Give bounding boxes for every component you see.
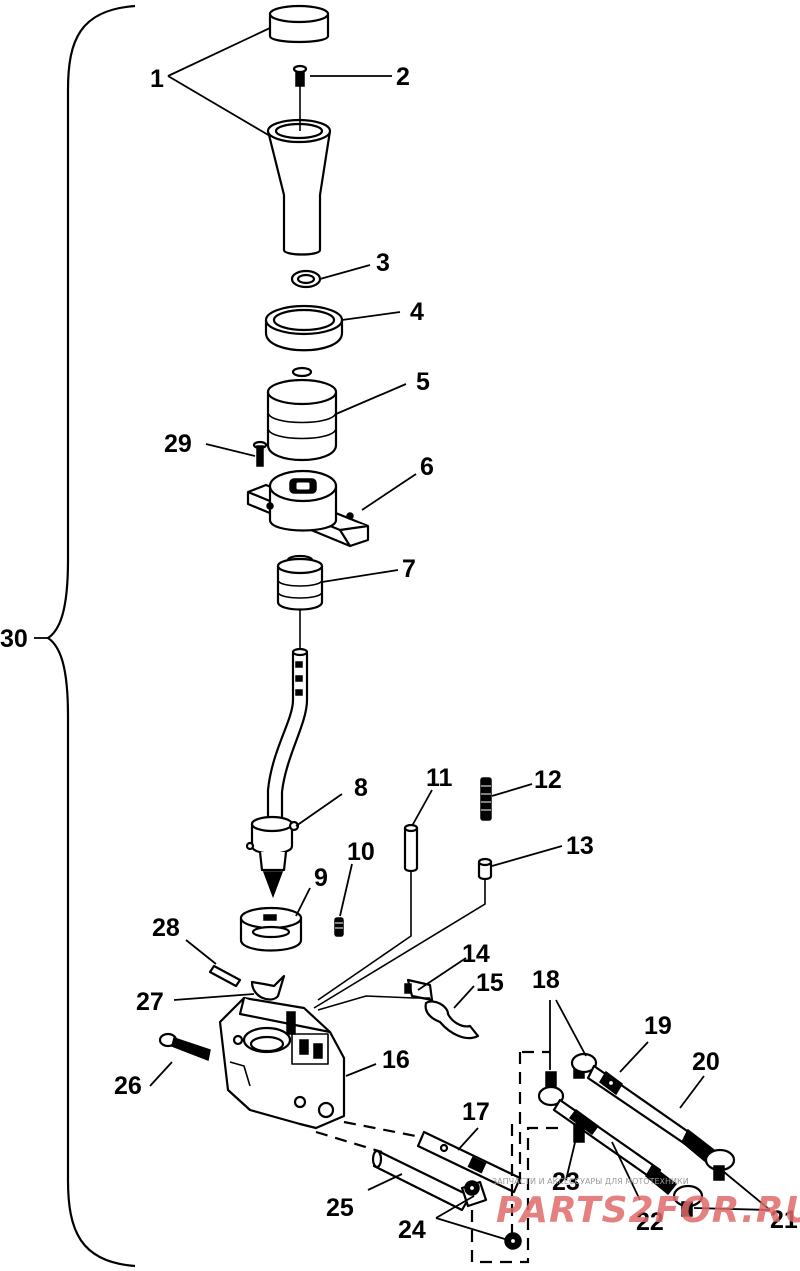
part-28-pin [208, 964, 242, 988]
callout-10: 10 [347, 838, 375, 866]
callout-8: 8 [354, 774, 368, 802]
part-14-15-switch [317, 978, 480, 1040]
part-6-housing-plate [246, 469, 370, 548]
callout-labels: 1 2 3 4 5 29 6 7 30 11 12 8 13 10 9 28 1… [0, 63, 798, 1244]
callout-5: 5 [416, 368, 430, 396]
callout-4: 4 [410, 298, 424, 326]
dashed-bracket [470, 1050, 560, 1264]
callout-7: 7 [402, 555, 416, 583]
callout-11: 11 [426, 764, 453, 792]
part-7-bushing [276, 554, 324, 648]
callout-20: 20 [692, 1048, 720, 1076]
part-17-shaft [343, 1120, 522, 1194]
watermark-tagline: ЗАПЧАСТИ И АКСЕССУАРЫ ДЛЯ МОТОТЕХНИКИ [492, 1177, 689, 1186]
part-4-retaining-ring [264, 304, 344, 352]
callout-29: 29 [164, 430, 192, 458]
callout-15: 15 [476, 969, 504, 997]
part-16-housing [218, 996, 346, 1130]
callout-28: 28 [152, 914, 180, 942]
callout-22: 22 [636, 1208, 664, 1236]
callout-16: 16 [382, 1046, 410, 1074]
part-2-screw [292, 64, 308, 87]
callout-17: 17 [462, 1098, 490, 1126]
part-27-clip [250, 974, 286, 1001]
callout-12: 12 [534, 766, 562, 794]
callout-18: 18 [532, 966, 560, 994]
callout-30: 30 [0, 625, 28, 653]
part-8-shift-lever [245, 647, 309, 899]
callout-13: 13 [566, 832, 594, 860]
part-29-screw [252, 440, 268, 467]
part-9-cup [239, 906, 303, 952]
part-10-spring [334, 917, 344, 937]
callout-25: 25 [326, 1194, 354, 1222]
callout-21: 21 [770, 1206, 798, 1234]
part-18-19-20-linkage [537, 1052, 702, 1182]
callout-19: 19 [644, 1012, 672, 1040]
part-12-spring [480, 777, 492, 821]
callout-26: 26 [114, 1072, 142, 1100]
callout-3: 3 [376, 249, 390, 277]
leader-lines [149, 27, 771, 1241]
part-3-ring [290, 269, 322, 289]
watermark: ЗАПЧАСТИ И АКСЕССУАРЫ ДЛЯ МОТОТЕХНИКИ PA… [492, 1177, 800, 1231]
callout-9: 9 [314, 864, 328, 892]
callout-23: 23 [552, 1168, 580, 1196]
part-26-bolt [158, 1032, 211, 1062]
part-13-plunger [313, 857, 493, 1009]
callout-27: 27 [136, 988, 164, 1016]
part-1-shift-knob [266, 4, 332, 256]
callout-1: 1 [150, 65, 164, 93]
callout-24: 24 [398, 1216, 426, 1244]
part-21-22-ball-joints [645, 1128, 736, 1217]
watermark-logo: PARTS2FOR.RU [496, 1190, 800, 1231]
callout-2: 2 [396, 63, 410, 91]
callout-6: 6 [420, 453, 434, 481]
part-25-rod [315, 1130, 472, 1212]
callout-14: 14 [462, 940, 490, 968]
part-5-boot [266, 366, 338, 461]
part-11-pin [317, 823, 419, 1001]
